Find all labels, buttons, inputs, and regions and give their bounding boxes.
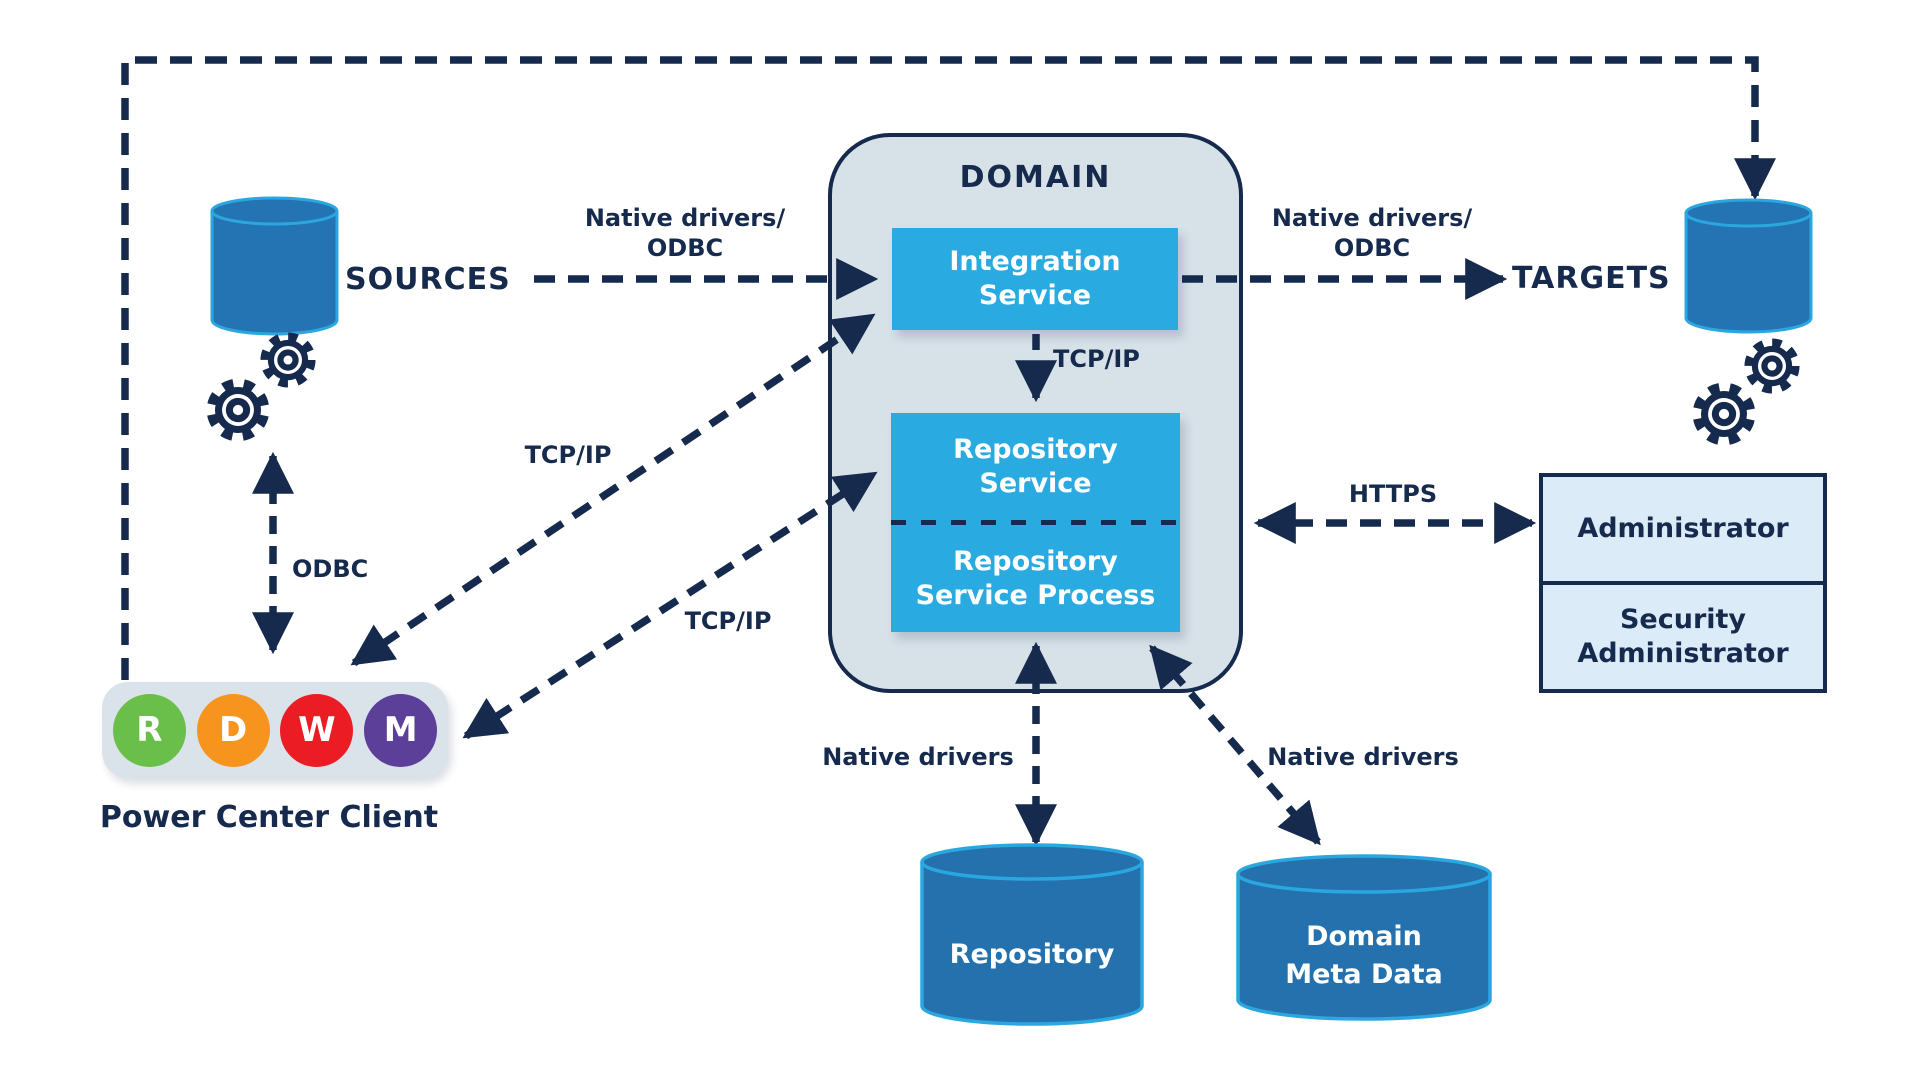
repository-database-icon	[920, 843, 1144, 1026]
administrator-box: Administrator	[1543, 477, 1823, 581]
label-line1: Native drivers/	[584, 204, 786, 232]
domain-meta-data-database-icon	[1236, 854, 1492, 1021]
gear-icon	[1693, 383, 1754, 444]
repository-service-process-section: Repository Service Process	[891, 525, 1180, 632]
repository-service-section: Repository Service	[891, 413, 1180, 520]
administrator-panel: Administrator Security Administrator	[1539, 473, 1827, 693]
client-to-targets-route-arrow	[121, 56, 1776, 680]
native-drivers-repository-label: Native drivers	[822, 743, 1014, 771]
tool-letter: R	[136, 710, 163, 750]
repository-divider-line	[891, 520, 1180, 525]
integration-service-label-line1: Integration	[949, 246, 1121, 277]
process-to-domain-meta-arrow	[1149, 644, 1321, 846]
domain-meta-data-db-label: Domain Meta Data	[1238, 918, 1490, 994]
repository-db-label: Repository	[949, 939, 1115, 970]
sources-label: SOURCES	[345, 262, 511, 297]
label-line2: ODBC	[1333, 234, 1411, 262]
tcpip-client-repository-label: TCP/IP	[684, 607, 772, 635]
repository-manager-tool-icon: R	[112, 693, 186, 767]
designer-tool-icon: D	[196, 693, 270, 767]
https-label: HTTPS	[1348, 480, 1438, 508]
security-administrator-label-line1: Security	[1619, 604, 1747, 635]
power-center-client-box: R D W M	[102, 682, 448, 778]
repository-process-label-line1: Repository	[953, 545, 1118, 577]
sources-database-icon	[210, 196, 339, 336]
sources-native-drivers-label: Native drivers/ ODBC	[560, 203, 810, 263]
label-line2: ODBC	[646, 234, 724, 262]
administrator-label: Administrator	[1577, 513, 1789, 544]
gear-icon	[265, 337, 311, 383]
repository-service-label-line2: Service	[979, 467, 1092, 499]
tool-letter: W	[298, 710, 336, 750]
targets-native-drivers-label: Native drivers/ ODBC	[1247, 203, 1497, 263]
repository-process-label-line2: Service Process	[915, 579, 1156, 611]
label-line1: Native drivers/	[1271, 204, 1473, 232]
odbc-label: ODBC	[292, 555, 369, 583]
domain-meta-label-line2: Meta Data	[1285, 959, 1443, 990]
repository-service-box: Repository Service Repository Service Pr…	[891, 413, 1180, 632]
integration-service-label-line2: Service	[978, 280, 1092, 311]
power-center-client-label: Power Center Client	[99, 800, 439, 835]
domain-title: DOMAIN	[959, 160, 1112, 195]
security-administrator-label-line2: Administrator	[1577, 638, 1789, 669]
workflow-tool-icon: W	[280, 693, 354, 767]
targets-database-icon	[1684, 198, 1813, 334]
targets-label: TARGETS	[1512, 261, 1671, 296]
tcpip-client-integration-label: TCP/IP	[524, 441, 612, 469]
client-to-integration-arrow	[350, 312, 876, 667]
monitor-tool-icon: M	[364, 693, 438, 767]
security-administrator-box: Security Administrator	[1543, 585, 1823, 689]
tool-letter: M	[383, 710, 418, 750]
integration-service-box: Integration Service	[892, 228, 1178, 330]
gear-icon	[207, 379, 268, 440]
administrator-divider-line	[1543, 581, 1823, 585]
domain-meta-label-line1: Domain	[1306, 921, 1422, 952]
gear-icon	[1749, 343, 1795, 389]
native-drivers-meta-label: Native drivers	[1267, 743, 1459, 771]
client-to-repository-arrow	[462, 470, 878, 740]
repository-service-label-line1: Repository	[953, 433, 1118, 465]
tool-letter: D	[218, 710, 248, 750]
tcpip-domain-label: TCP/IP	[1053, 345, 1140, 373]
